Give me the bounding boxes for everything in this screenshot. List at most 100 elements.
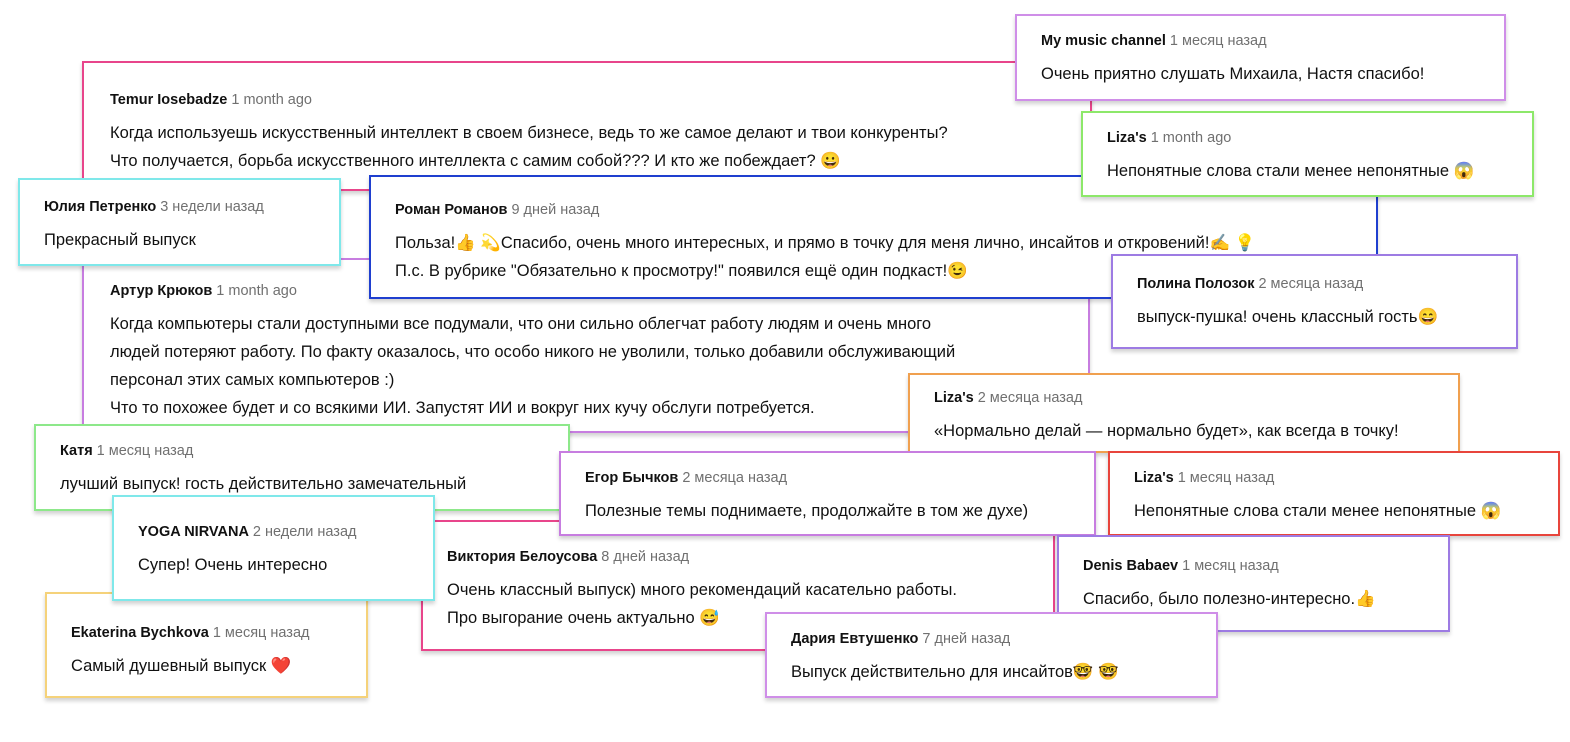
comment-timestamp[interactable]: 3 недели назад [160, 199, 264, 215]
comment-text-line: Польза!👍 💫Спасибо, очень много интересны… [395, 234, 1256, 252]
comment-text: Спасибо, было полезно-интересно.👍 [1083, 585, 1424, 613]
comment-text: выпуск-пушка! очень классный гость😄 [1137, 303, 1492, 331]
comment-text: Выпуск действительно для инсайтов🤓 🤓 [791, 658, 1192, 686]
comment-text-line: Самый душевный выпуск ❤️ [71, 657, 292, 675]
comment-author[interactable]: Виктория Белоусова [447, 549, 598, 565]
comment-text: Супер! Очень интересно [138, 551, 409, 579]
comment-text-line: Непонятные слова стали менее непонятные … [1134, 502, 1502, 520]
comment-timestamp[interactable]: 1 месяц назад [1182, 558, 1279, 574]
comment-author[interactable]: YOGA NIRVANA [138, 524, 249, 540]
comment-timestamp[interactable]: 1 month ago [216, 283, 297, 299]
comment-text-line: персонал этих самых компьютеров :) [110, 371, 395, 389]
comment-author[interactable]: Дария Евтушенко [791, 631, 919, 647]
comment-text-line: лучший выпуск! гость действительно замеч… [60, 475, 467, 493]
comment-author[interactable]: My music channel [1041, 33, 1166, 49]
comment-timestamp[interactable]: 2 месяца назад [977, 390, 1083, 406]
comment-author[interactable]: Катя [60, 443, 93, 459]
comment-timestamp[interactable]: 1 месяц назад [96, 443, 194, 459]
comment-text: Очень приятно слушать Михаила, Настя спа… [1041, 60, 1480, 88]
comment-text-line: П.с. В рубрике "Обязательно к просмотру!… [395, 262, 968, 280]
comment-timestamp[interactable]: 1 месяц назад [1177, 470, 1275, 486]
comment-text-line: Про выгорание очень актуально 😅 [447, 609, 720, 627]
comment-author[interactable]: Ekaterina Bychkova [71, 625, 209, 641]
comment-text-line: людей потеряют работу. По факту оказалос… [110, 343, 956, 361]
comment-text-line: Очень приятно слушать Михаила, Настя спа… [1041, 65, 1425, 83]
comment-text: Непонятные слова стали менее непонятные … [1134, 497, 1534, 525]
comment-author[interactable]: Артур Крюков [110, 283, 213, 299]
comment-timestamp[interactable]: 2 недели назад [252, 524, 357, 540]
comment-text: лучший выпуск! гость действительно замеч… [60, 470, 544, 498]
comment-text: Когда компьютеры стали доступными все по… [110, 310, 1064, 422]
comment-text: Очень классный выпуск) много рекомендаци… [447, 576, 1029, 632]
comment-author[interactable]: Liza's [934, 390, 974, 406]
comment-author[interactable]: Liza's [1107, 130, 1147, 146]
comment-author[interactable]: Denis Babaev [1083, 558, 1179, 574]
comment-timestamp[interactable]: 2 месяца назад [1258, 276, 1364, 292]
comment-timestamp[interactable]: 1 month ago [231, 92, 312, 108]
comment-text: Полезные темы поднимаете, продолжайте в … [585, 497, 1070, 525]
comment-timestamp[interactable]: 1 month ago [1150, 130, 1232, 146]
comment-timestamp[interactable]: 2 месяца назад [682, 470, 788, 486]
comment-author[interactable]: Temur Iosebadze [110, 92, 228, 108]
comment-author[interactable]: Liza's [1134, 470, 1174, 486]
comment-timestamp[interactable]: 7 дней назад [922, 631, 1011, 647]
comment-text-line: Когда используешь искусственный интеллек… [110, 124, 948, 142]
comment-text: Польза!👍 💫Спасибо, очень много интересны… [395, 229, 1352, 285]
comment-timestamp[interactable]: 1 месяц назад [212, 625, 310, 641]
comment-text: «Нормально делай — нормально будет», как… [934, 417, 1434, 445]
comment-text-line: Что получается, борьба искусственного ин… [110, 152, 841, 170]
comment-text: Прекрасный выпуск [44, 226, 315, 254]
comment-text-line: Очень классный выпуск) много рекомендаци… [447, 581, 957, 599]
comment-timestamp[interactable]: 9 дней назад [511, 202, 600, 218]
comment-text: Когда используешь искусственный интеллек… [110, 119, 1066, 175]
comment-timestamp[interactable]: 8 дней назад [601, 549, 690, 565]
comment-text: Самый душевный выпуск ❤️ [71, 652, 342, 680]
comment-author[interactable]: Роман Романов [395, 202, 508, 218]
comment-text-line: Полезные темы поднимаете, продолжайте в … [585, 502, 1029, 520]
comment-text-line: Непонятные слова стали менее непонятные … [1107, 162, 1475, 180]
comment-timestamp[interactable]: 1 месяц назад [1169, 33, 1267, 49]
comment-text-line: Выпуск действительно для инсайтов🤓 🤓 [791, 663, 1119, 681]
comment-author[interactable]: Юлия Петренко [44, 199, 157, 215]
comment-text-line: «Нормально делай — нормально будет», как… [934, 422, 1399, 440]
comment-author[interactable]: Егор Бычков [585, 470, 679, 486]
comment-author[interactable]: Полина Полозок [1137, 276, 1255, 292]
